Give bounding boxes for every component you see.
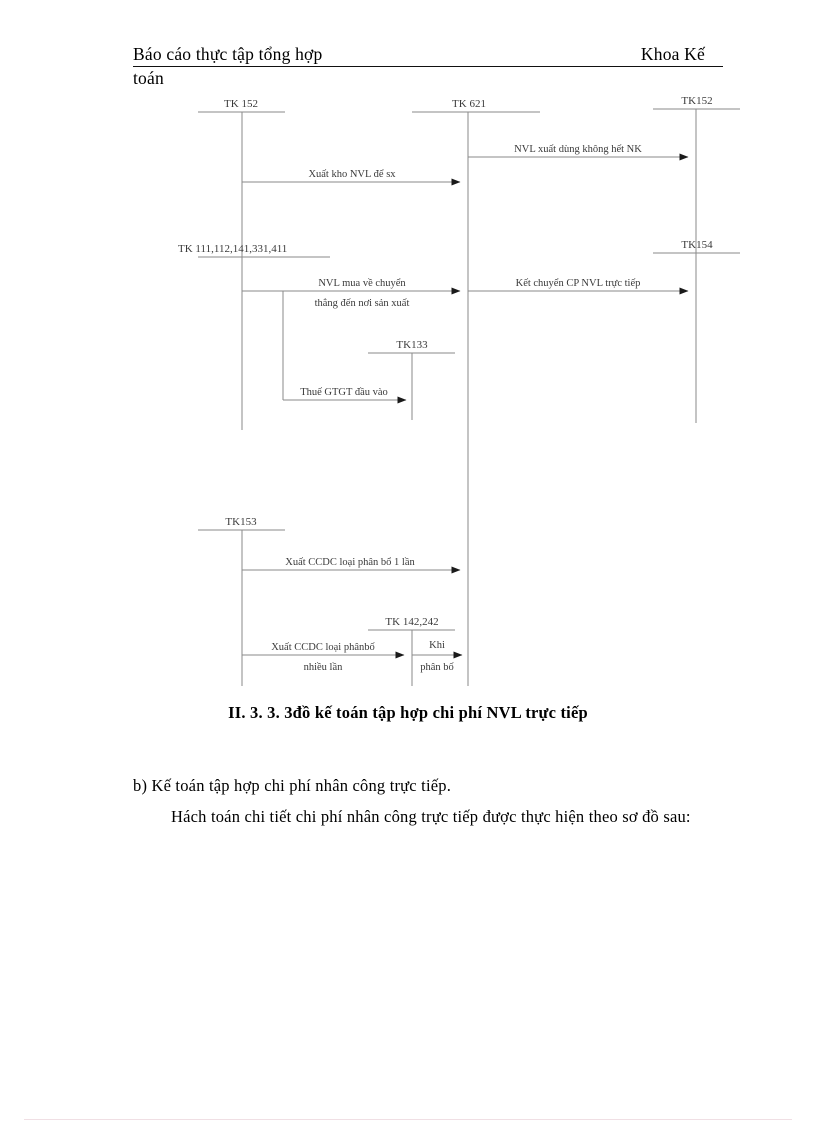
page-header: Báo cáo thực tập tổng hợp Khoa Kế toán	[133, 44, 723, 89]
flow-6-label: Xuất CCDC loại phân bổ 1 lần	[285, 557, 415, 568]
flow-7-label-line1: Xuất CCDC loại phânbố	[271, 642, 375, 653]
flow-2-label: Xuất kho NVL để sx	[308, 169, 396, 180]
figure-caption: II. 3. 3. 3đồ kế toán tập hợp chi phí NV…	[228, 703, 588, 722]
flow-8-label-line2: phân bố	[420, 662, 454, 673]
flow-1-label: NVL xuất dùng không hết NK	[514, 144, 642, 155]
tk133-label: TK133	[396, 339, 428, 351]
tk621-label: TK 621	[452, 98, 486, 110]
flow-8-label-line1: Khi	[429, 640, 445, 651]
footer-divider	[24, 1119, 792, 1120]
tk111-label: TK 111,112,141,331,411	[178, 243, 287, 255]
paragraph-b: b) Kế toán tập hợp chi phí nhân công trự…	[133, 776, 452, 795]
flow-3-label-line1: NVL mua về chuyển	[318, 278, 406, 289]
tk152-right-label: TK152	[681, 95, 712, 107]
paragraph-main: Hách toán chi tiết chi phí nhân công trự…	[171, 807, 691, 826]
tk142-label: TK 142,242	[385, 616, 438, 628]
header-title-right: Khoa Kế	[640, 44, 705, 64]
header-title-continuation: toán	[133, 68, 164, 88]
flow-5-label: Thuế GTGT đầu vào	[300, 387, 388, 398]
tk153-label: TK153	[225, 516, 257, 528]
accounting-flow-diagram: TK 152 TK 621 TK152 TK 111,112,141,331,4…	[0, 90, 816, 700]
flow-3-label-line2: thẳng đến nơi sản xuất	[315, 298, 410, 309]
tk154-label: TK154	[681, 239, 713, 251]
tk152-left-label: TK 152	[224, 98, 258, 110]
body-text-block: b) Kế toán tập hợp chi phí nhân công trự…	[133, 770, 698, 832]
header-title-left: Báo cáo thực tập tổng hợp	[133, 44, 323, 64]
flow-4-label: Kết chuyển CP NVL trực tiếp	[516, 278, 641, 289]
flow-7-label-line2: nhiều lần	[304, 662, 344, 673]
header-rule-row: Báo cáo thực tập tổng hợp Khoa Kế	[133, 44, 723, 67]
